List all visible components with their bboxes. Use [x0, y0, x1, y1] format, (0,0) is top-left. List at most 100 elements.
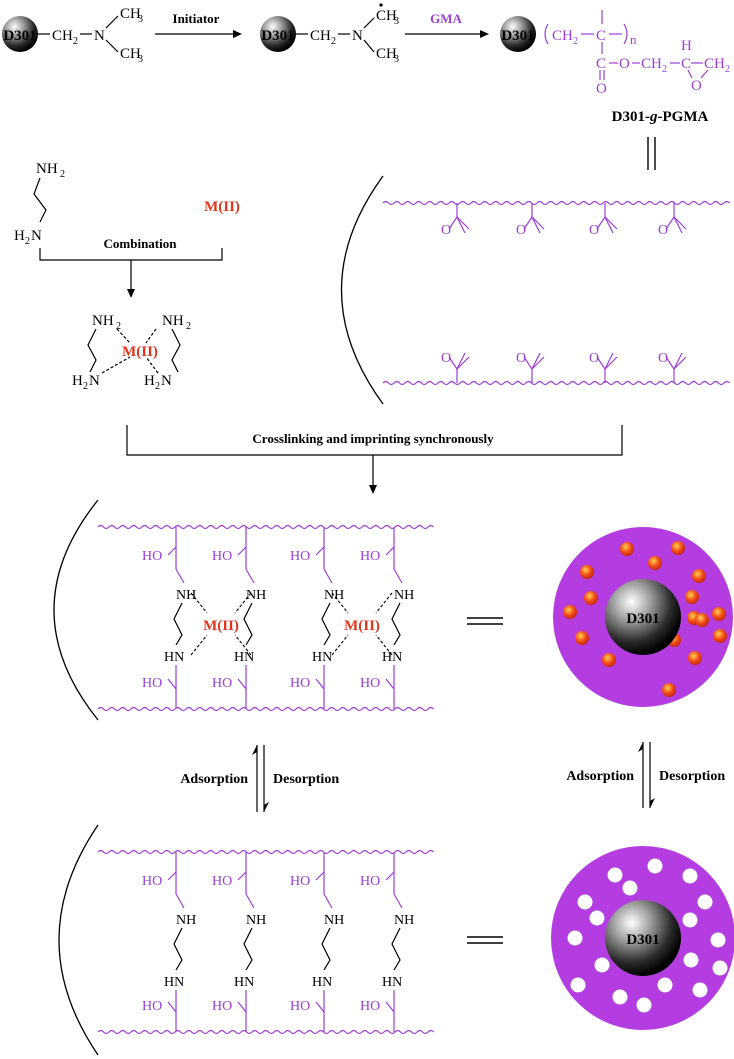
combination-bracket: Combination [39, 236, 223, 298]
svg-text:CH: CH [376, 46, 397, 62]
hydroxyl-label-bottom: HO [142, 676, 162, 691]
metal-ion-dot-16 [688, 651, 702, 665]
svg-text:2: 2 [725, 64, 730, 75]
svg-text:N: N [161, 373, 172, 389]
hydroxyl-label-top: HO [290, 874, 310, 889]
hn-label: HN [312, 975, 332, 990]
metal-ion-dot-3 [648, 556, 662, 570]
svg-text:2: 2 [331, 36, 336, 47]
desorption-label-right: Desorption [659, 769, 725, 784]
crosslinking-bracket: Crosslinking and imprinting synchronousl… [126, 425, 623, 494]
hydroxyl-label-bottom: HO [290, 676, 310, 691]
svg-text:C: C [596, 28, 606, 44]
adsorption-label-right: Adsorption [566, 769, 634, 784]
svg-text:O: O [596, 81, 607, 97]
epoxy-o-label: O [589, 223, 599, 238]
radical-dot [379, 3, 383, 7]
metal-ion-dot-17 [662, 683, 676, 697]
cavity-dot-14 [683, 952, 699, 968]
empty-backbone-bottom [97, 1029, 434, 1035]
bead-label-1: D301 [3, 28, 36, 44]
polymer-backbone-bottom [382, 380, 730, 386]
epoxy-o-label: O [441, 351, 451, 366]
svg-text:CH: CH [641, 56, 662, 72]
hydroxyl-label-top: HO [142, 549, 162, 564]
svg-text:2: 2 [60, 169, 65, 180]
hn-label: HN [382, 975, 402, 990]
svg-text:H: H [144, 373, 155, 389]
adsorption-label-left: Adsorption [180, 772, 248, 787]
epoxy-group-top-3: O [589, 203, 618, 238]
cavity-dot-3 [682, 868, 698, 884]
svg-text:CH: CH [120, 46, 141, 62]
hydroxyl-label-top: HO [212, 549, 232, 564]
ethylenediamine: NH 2 H 2 N [14, 161, 65, 247]
metal-ion-label: M(II) [204, 199, 240, 215]
nh-label: NH [394, 588, 414, 603]
svg-text:2: 2 [83, 381, 88, 392]
cavity-dot-15 [692, 982, 708, 998]
svg-text:2: 2 [155, 381, 160, 392]
equilibrium-right: Adsorption Desorption [566, 742, 725, 808]
hn-label: HN [164, 975, 184, 990]
hn-label: HN [382, 650, 402, 665]
bead-label-3: D301 [501, 28, 534, 44]
epoxy-group-top-2: O [516, 203, 545, 238]
svg-text:NH: NH [92, 313, 114, 329]
cavity-dot-9 [710, 932, 726, 948]
hydroxyl-label-bottom: HO [360, 999, 380, 1014]
svg-text:3: 3 [138, 14, 143, 25]
cavity-dot-13 [612, 989, 628, 1005]
epoxy-o-label: O [516, 223, 526, 238]
metal-ion-dot-9 [712, 607, 726, 621]
hydroxyl-label-bottom: HO [360, 676, 380, 691]
bead-core-label-2: D301 [626, 932, 659, 948]
epoxy-group-bottom-3: O [589, 351, 618, 383]
svg-text:2: 2 [186, 321, 191, 332]
bead-label-2: D301 [261, 28, 294, 44]
svg-text:O: O [619, 56, 630, 72]
svg-text:3: 3 [394, 16, 399, 27]
svg-text:H: H [14, 228, 25, 244]
metal-ion-dot-1 [580, 565, 594, 579]
nh-label: NH [246, 913, 266, 928]
metal-ion-dot-4 [671, 541, 685, 555]
cavity-dot-11 [682, 912, 698, 928]
svg-text:CH: CH [552, 28, 573, 44]
svg-text:n: n [630, 32, 637, 47]
hn-label: HN [164, 650, 184, 665]
cavity-dot-4 [577, 894, 593, 910]
hydroxyl-label-top: HO [360, 874, 380, 889]
svg-text:CH: CH [704, 56, 725, 72]
cavity-dot-2 [647, 858, 663, 874]
combination-label: Combination [104, 236, 178, 251]
hydroxyl-label-top: HO [360, 549, 380, 564]
hydroxyl-label-bottom: HO [212, 676, 232, 691]
svg-text:CH: CH [376, 8, 397, 24]
equals-sign-2 [467, 936, 503, 944]
initiator-arrow: Initiator [155, 11, 242, 38]
svg-text:N: N [31, 228, 42, 244]
cavity-dot-17 [657, 977, 673, 993]
vertical-equals-sign [647, 137, 656, 170]
crosslinking-label: Crosslinking and imprinting synchronousl… [252, 431, 494, 446]
metal-ion-dot-7 [584, 591, 598, 605]
svg-text:CH: CH [310, 28, 331, 44]
svg-text:N: N [352, 28, 363, 44]
svg-text:C: C [596, 56, 606, 72]
coordinated-metal-1: M(II) [190, 592, 252, 656]
hydroxyl-label-bottom: HO [212, 999, 232, 1014]
epoxy-o-label: O [658, 223, 668, 238]
svg-text:NH: NH [36, 161, 58, 177]
nh-label: NH [324, 913, 344, 928]
svg-text:NH: NH [162, 313, 184, 329]
